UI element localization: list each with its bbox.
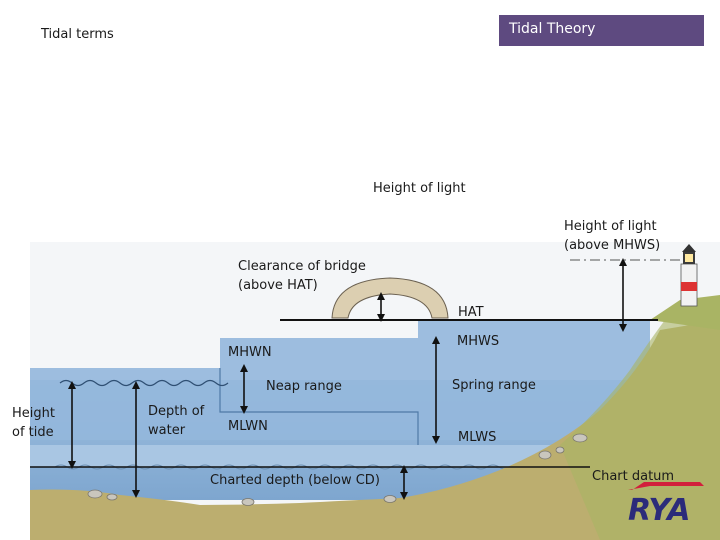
header-title: Tidal terms [41,27,114,42]
water-high [30,320,650,440]
label-mhwn: MHWN [228,345,272,360]
label-mlws: MLWS [458,430,497,445]
seabed [30,320,720,540]
lighthouse-icon [680,244,698,307]
rya-logo-text: RYA [628,493,690,528]
label-height-of-light-mhws-line2: (above MHWS) [564,238,661,253]
label-clearance-line2: (above HAT) [238,278,318,293]
water-steps [219,368,419,445]
label-depth-of-water-line1: Depth of [148,404,205,419]
label-height-of-light-mhws-line1: Height of light [564,219,657,234]
label-clearance-line1: Clearance of bridge [238,259,366,274]
bridge-arch [331,277,449,319]
label-hat: HAT [458,305,484,320]
label-mlwn: MLWN [228,419,268,434]
water-surface-waves [59,379,229,387]
water-below-cd [30,445,650,467]
label-spring-range: Spring range [452,378,536,393]
label-mhws: MHWS [457,334,500,349]
tidal-theory-badge: Tidal Theory [499,15,704,46]
seabed-stones [87,433,588,506]
label-height-of-light: Height of light [373,181,466,196]
rya-logo: RYA [628,482,704,528]
label-height-of-tide-line1: Height [12,406,55,421]
label-depth-of-water-line2: water [148,423,186,438]
label-height-of-tide-line2: of tide [12,425,54,440]
label-chart-datum: Chart datum [592,469,675,484]
label-neap-range: Neap range [266,379,342,394]
cliff-top [650,295,720,330]
label-charted-depth: Charted depth (below CD) [210,473,380,488]
